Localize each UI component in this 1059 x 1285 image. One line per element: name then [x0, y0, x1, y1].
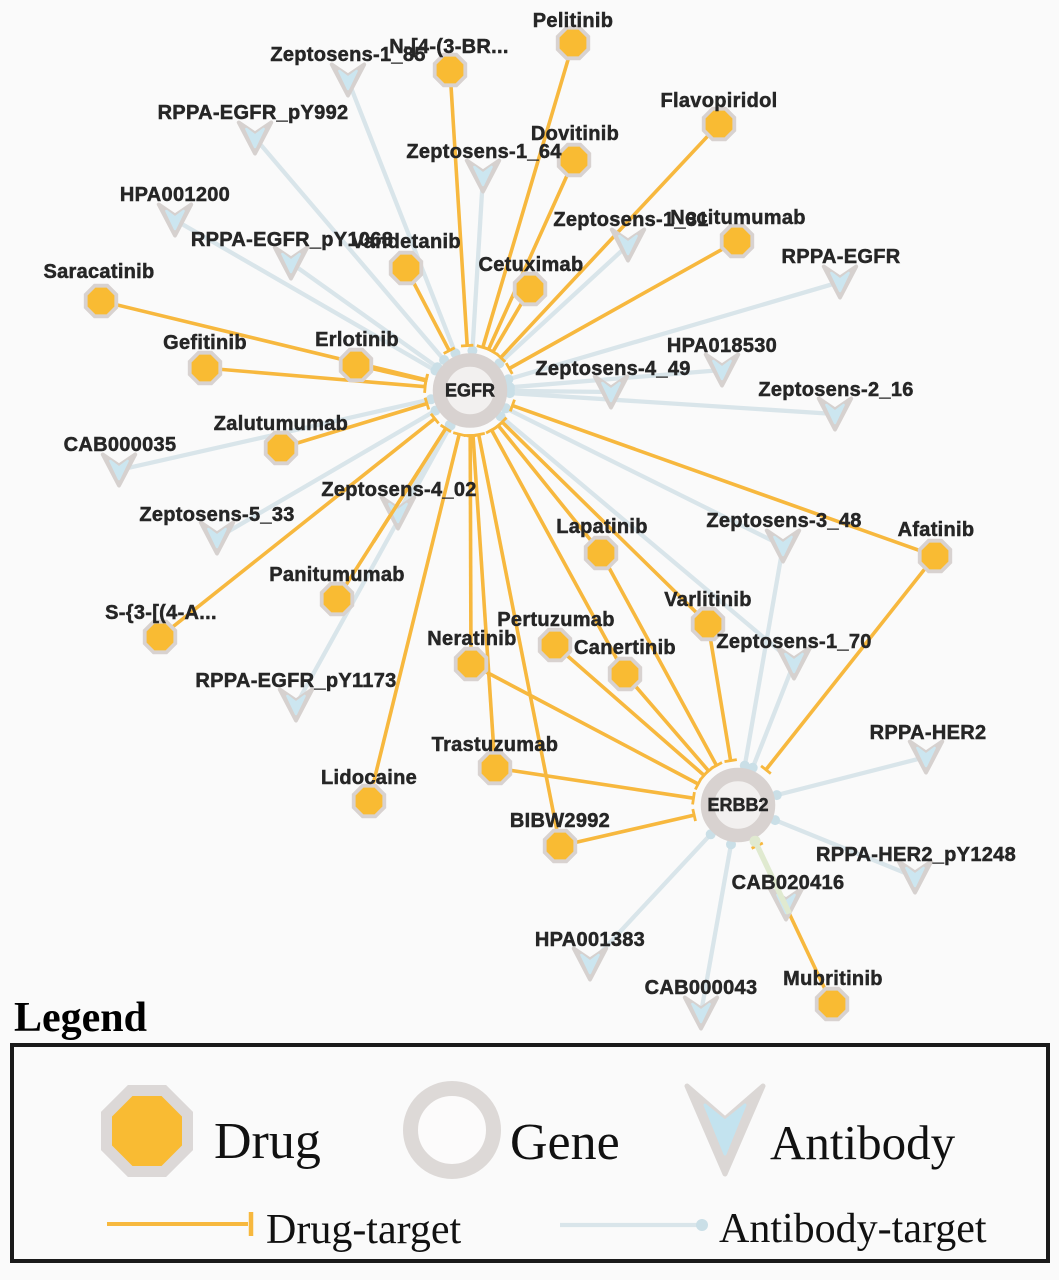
svg-text:Neratinib: Neratinib: [427, 628, 516, 650]
svg-text:CAB020416: CAB020416: [732, 872, 845, 894]
svg-text:Zeptosens-1_85: Zeptosens-1_85: [270, 44, 425, 66]
svg-text:BIBW2992: BIBW2992: [510, 810, 610, 832]
svg-text:S-{3-[(4-A...: S-{3-[(4-A...: [105, 602, 217, 624]
svg-text:HPA018530: HPA018530: [667, 335, 777, 357]
svg-text:Zeptosens-1_31: Zeptosens-1_31: [553, 209, 708, 231]
svg-text:Gefitinib: Gefitinib: [163, 332, 247, 354]
svg-text:RPPA-EGFR: RPPA-EGFR: [782, 246, 901, 268]
svg-text:Pertuzumab: Pertuzumab: [497, 609, 614, 631]
svg-text:RPPA-HER2_pY1248: RPPA-HER2_pY1248: [816, 844, 1016, 866]
svg-text:Panitumumab: Panitumumab: [269, 564, 405, 586]
svg-text:Antibody: Antibody: [770, 1115, 956, 1170]
svg-text:RPPA-EGFR_pY1068: RPPA-EGFR_pY1068: [191, 229, 393, 251]
svg-text:Zeptosens-1_64: Zeptosens-1_64: [406, 141, 562, 163]
svg-text:Pelitinib: Pelitinib: [533, 10, 613, 32]
svg-text:CAB000035: CAB000035: [64, 434, 177, 456]
svg-text:Mubritinib: Mubritinib: [783, 968, 883, 990]
svg-text:Drug: Drug: [214, 1113, 321, 1170]
svg-text:HPA001383: HPA001383: [535, 929, 645, 951]
svg-text:ERBB2: ERBB2: [707, 795, 768, 815]
svg-text:Flavopiridol: Flavopiridol: [661, 90, 778, 112]
svg-text:EGFR: EGFR: [445, 381, 495, 401]
svg-text:Zeptosens-1_70: Zeptosens-1_70: [716, 631, 871, 653]
svg-text:Lidocaine: Lidocaine: [321, 767, 417, 789]
svg-text:Lapatinib: Lapatinib: [556, 516, 648, 538]
svg-text:Zeptosens-3_48: Zeptosens-3_48: [706, 510, 861, 532]
svg-text:Antibody-target: Antibody-target: [719, 1206, 987, 1252]
svg-text:Necitumumab: Necitumumab: [670, 207, 806, 229]
svg-text:N-[4-(3-BR...: N-[4-(3-BR...: [389, 36, 508, 58]
svg-text:Zalutumumab: Zalutumumab: [214, 413, 348, 435]
svg-text:Dovitinib: Dovitinib: [531, 123, 619, 145]
svg-text:Erlotinib: Erlotinib: [315, 329, 399, 351]
svg-text:Legend: Legend: [14, 995, 147, 1041]
svg-text:Vandetanib: Vandetanib: [351, 231, 461, 253]
svg-text:RPPA-HER2: RPPA-HER2: [870, 722, 987, 744]
svg-text:RPPA-EGFR_pY1173: RPPA-EGFR_pY1173: [195, 670, 396, 692]
svg-text:Afatinib: Afatinib: [898, 519, 975, 541]
svg-text:Zeptosens-5_33: Zeptosens-5_33: [139, 504, 294, 526]
svg-text:CAB000043: CAB000043: [645, 977, 758, 999]
svg-text:Zeptosens-4_02: Zeptosens-4_02: [321, 479, 476, 501]
svg-text:Trastuzumab: Trastuzumab: [432, 734, 559, 756]
svg-text:Drug-target: Drug-target: [266, 1207, 461, 1253]
svg-text:RPPA-EGFR_pY992: RPPA-EGFR_pY992: [158, 102, 349, 124]
svg-text:Cetuximab: Cetuximab: [479, 254, 584, 276]
svg-text:Varlitinib: Varlitinib: [664, 589, 751, 611]
svg-text:HPA001200: HPA001200: [120, 184, 230, 206]
svg-text:Saracatinib: Saracatinib: [43, 261, 154, 283]
svg-text:Gene: Gene: [510, 1114, 620, 1171]
svg-text:Zeptosens-4_49: Zeptosens-4_49: [535, 358, 690, 380]
svg-text:Zeptosens-2_16: Zeptosens-2_16: [758, 379, 913, 401]
svg-text:Canertinib: Canertinib: [574, 637, 676, 659]
